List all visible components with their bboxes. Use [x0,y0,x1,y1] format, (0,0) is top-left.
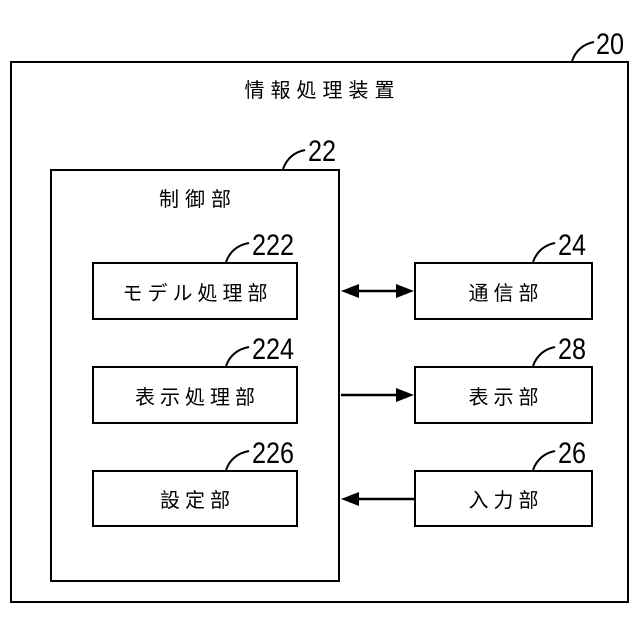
input-unit-label: 入力部 [468,490,544,512]
communication-block: 通信部 [414,262,593,320]
display-unit-label: 表示部 [468,386,544,409]
display-unit-ref-28: 28 [558,333,587,366]
display-unit-block: 表示部 [414,366,593,424]
device-title: 情報処理装置 [244,80,401,102]
setting-block: 設定部 [92,470,298,527]
setting-label: 設定部 [160,490,235,512]
setting-ref-226: 226 [252,437,295,470]
communication-ref-24: 24 [558,229,587,262]
communication-label: 通信部 [468,282,544,305]
device-ref-20: 20 [596,28,625,61]
model-processing-block: モデル処理部 [92,262,298,320]
leader-20 [571,41,595,62]
input-unit-block: 入力部 [414,470,593,527]
control-ref-22: 22 [308,135,337,168]
model-processing-label: モデル処理部 [122,282,273,305]
input-unit-ref-26: 26 [558,437,587,470]
model-processing-ref-222: 222 [252,229,295,262]
control-title: 制御部 [159,189,237,211]
display-processing-label: 表示処理部 [135,386,260,409]
display-processing-ref-224: 224 [252,333,295,366]
display-processing-block: 表示処理部 [92,366,298,424]
